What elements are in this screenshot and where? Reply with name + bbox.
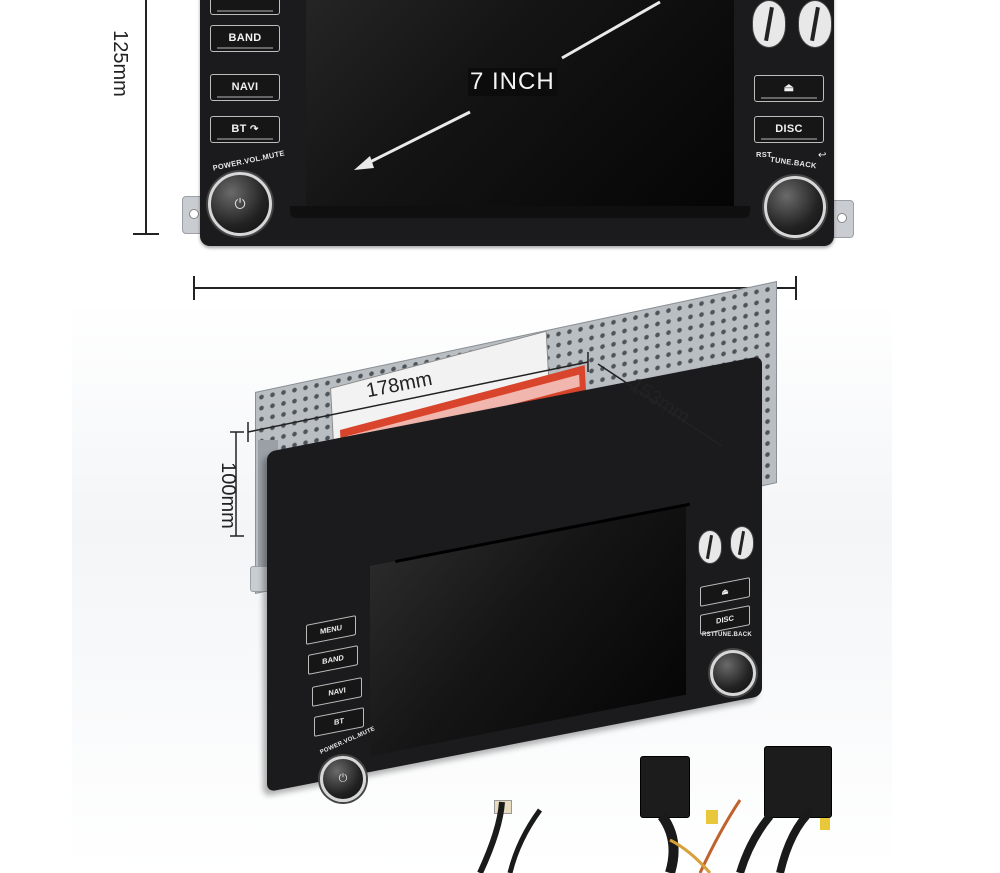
bezel-lip bbox=[290, 206, 750, 218]
navi-button[interactable]: NAVI bbox=[210, 74, 280, 101]
width-dimension-line bbox=[194, 287, 797, 289]
tune-knob[interactable] bbox=[764, 176, 826, 238]
rst-label: RST bbox=[756, 150, 772, 159]
bt-button-label: BT bbox=[231, 123, 247, 135]
disc-button-label: DISC bbox=[775, 123, 803, 135]
wiring-harness bbox=[477, 799, 830, 873]
width-cap-right bbox=[795, 276, 797, 300]
bt-button-3q-label: BT bbox=[334, 716, 344, 727]
navi-button-label: NAVI bbox=[231, 81, 259, 93]
phone-icon: ↷ bbox=[249, 124, 259, 135]
top-button-partial[interactable] bbox=[210, 0, 280, 15]
sd-slot-2-3q[interactable] bbox=[730, 526, 754, 560]
disc-button[interactable]: DISC bbox=[754, 116, 824, 143]
height-label-3q: 100mm bbox=[216, 462, 239, 529]
power-volume-knob[interactable]: ⏻ bbox=[208, 172, 272, 236]
sd-slot-1-3q[interactable] bbox=[698, 530, 722, 564]
bt-button[interactable]: BT ↷ bbox=[210, 116, 280, 143]
power-icon: ⏻ bbox=[234, 195, 246, 212]
width-cap-left bbox=[193, 276, 195, 300]
navi-button-3q-label: NAVI bbox=[328, 685, 346, 698]
rst-label-3q: RST bbox=[702, 632, 715, 638]
eject-button[interactable]: ⏏ bbox=[754, 75, 824, 102]
back-icon: ↩ bbox=[818, 150, 827, 161]
band-button-label: BAND bbox=[228, 32, 262, 44]
tune-knob-label-3q: TUNE.BACK bbox=[714, 632, 753, 638]
menu-button-label: MENU bbox=[319, 622, 343, 637]
diagonal-arrows bbox=[354, 0, 661, 170]
height-label: 125mm bbox=[108, 30, 131, 97]
height-dimension-line bbox=[145, 0, 147, 234]
eject-icon-3q: ⏏ bbox=[721, 586, 729, 597]
power-volume-knob-3q[interactable]: ⏻ bbox=[320, 756, 366, 802]
band-button-3q-label: BAND bbox=[322, 652, 344, 667]
power-icon-3q: ⏻ bbox=[338, 772, 348, 785]
harness-connector-2 bbox=[764, 746, 832, 818]
dimension-lines-3q bbox=[230, 352, 723, 537]
screen-size-callout: 7 INCH bbox=[468, 68, 557, 96]
disc-button-3q-label: DISC bbox=[716, 613, 734, 626]
tune-knob-3q[interactable] bbox=[710, 650, 756, 696]
eject-icon: ⏏ bbox=[783, 82, 795, 94]
sd-slot-2[interactable] bbox=[798, 0, 832, 48]
sd-slot-1[interactable] bbox=[752, 0, 786, 48]
band-button[interactable]: BAND bbox=[210, 25, 280, 52]
height-dimension-cap bbox=[133, 233, 159, 235]
display-screen bbox=[306, 0, 734, 206]
